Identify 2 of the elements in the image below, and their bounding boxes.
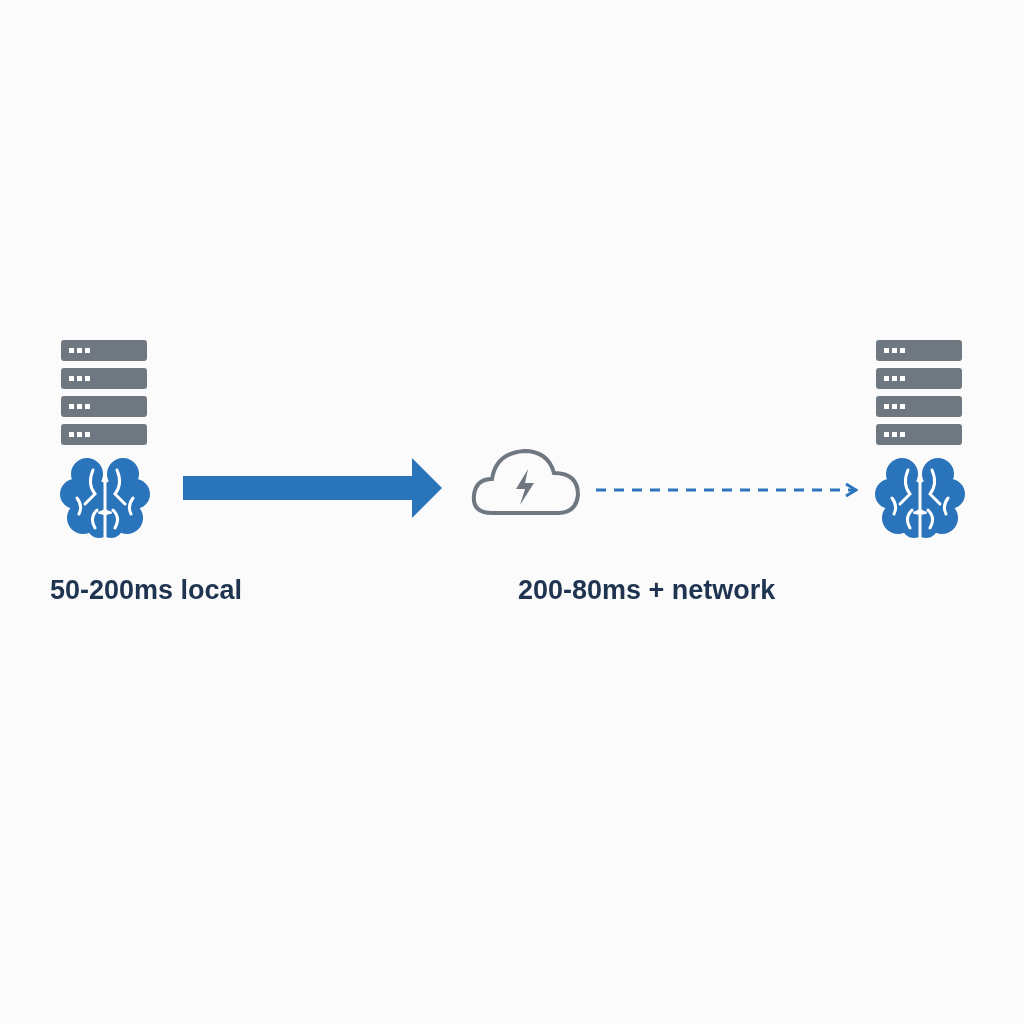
latency-label: 200-80ms + network	[518, 575, 776, 606]
latency-label: 50-200ms local	[50, 575, 243, 606]
